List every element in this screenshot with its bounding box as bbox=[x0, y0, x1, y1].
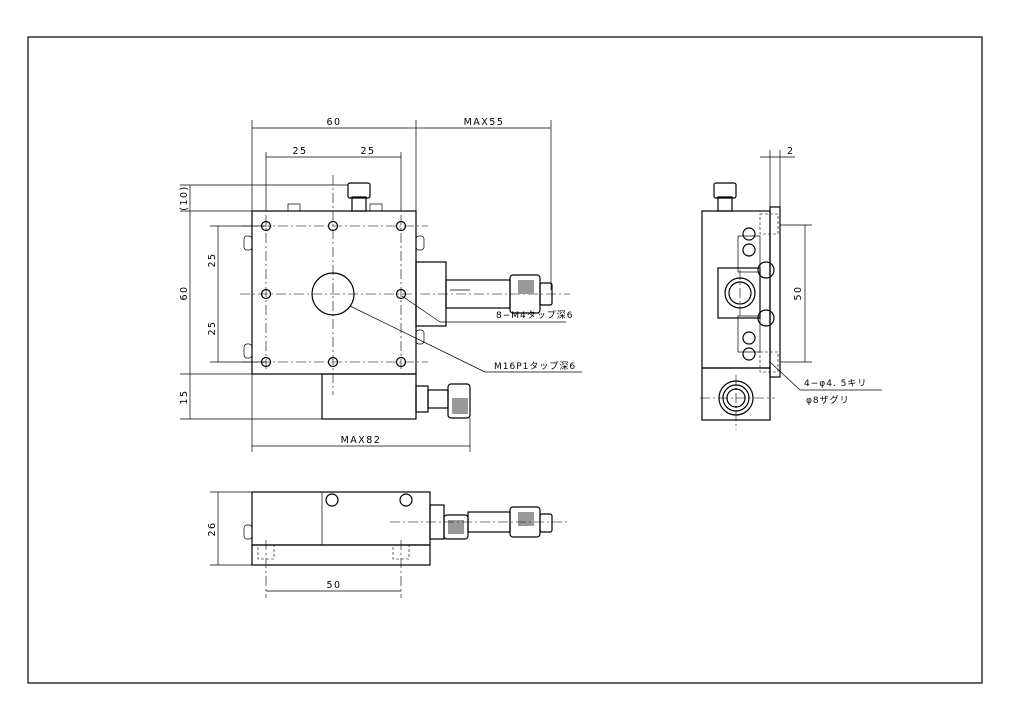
lock-knob bbox=[713, 182, 737, 199]
dim-pitch-left: 25 bbox=[292, 146, 307, 157]
lower-block bbox=[321, 373, 417, 420]
drawing-frame bbox=[27, 36, 983, 684]
front-body bbox=[251, 491, 431, 546]
note-holes-line1: 4−φ4. 5キリ bbox=[804, 379, 867, 389]
dimensions bbox=[180, 120, 582, 452]
dim-plate: 2 bbox=[787, 146, 795, 157]
top-view: 60 MAX55 25 25 (10) 60 25 25 15 MAX82 8−… bbox=[179, 117, 582, 452]
dim-pitch: 50 bbox=[326, 580, 341, 591]
clamp-tab bbox=[287, 203, 301, 212]
stage-body bbox=[251, 210, 417, 375]
lock-knob-stem bbox=[351, 196, 367, 212]
side-view: 2 50 4−φ4. 5キリ φ8ザグリ bbox=[700, 146, 882, 430]
dim-pitch-lower: 25 bbox=[207, 320, 218, 335]
note-tap-holes: 8−M4タップ深6 bbox=[496, 310, 574, 321]
dim-pitch-right: 25 bbox=[360, 146, 375, 157]
front-base bbox=[251, 544, 431, 566]
side-screw bbox=[415, 329, 425, 345]
dim-height: 60 bbox=[179, 285, 190, 300]
side-screw bbox=[415, 235, 425, 251]
dim-max-length: MAX82 bbox=[341, 435, 382, 446]
dim-block: 15 bbox=[179, 389, 190, 404]
micrometer-head bbox=[415, 261, 553, 327]
side-screw bbox=[243, 235, 253, 251]
micrometer-lower bbox=[415, 383, 471, 419]
dim-height: 26 bbox=[207, 521, 218, 536]
note-holes-line2: φ8ザグリ bbox=[806, 394, 850, 406]
dim-knob-offset: (10) bbox=[179, 185, 190, 211]
dim-max-travel: MAX55 bbox=[464, 117, 505, 128]
lock-knob bbox=[347, 182, 371, 199]
side-plate bbox=[769, 206, 781, 378]
front-view: 26 50 bbox=[207, 491, 568, 598]
side-screw bbox=[243, 343, 253, 359]
note-center-tap: M16P1タップ深6 bbox=[494, 361, 576, 372]
front-micrometer bbox=[429, 504, 553, 540]
dim-width: 60 bbox=[326, 117, 341, 128]
dim-pitch-upper: 25 bbox=[207, 252, 218, 267]
dim-pitch: 50 bbox=[793, 285, 804, 300]
clamp-tab bbox=[369, 203, 383, 212]
